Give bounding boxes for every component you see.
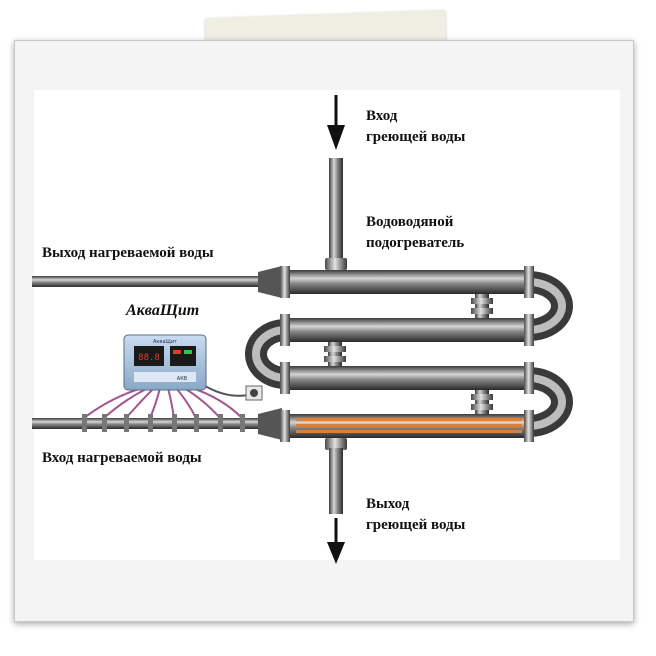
outlet-heating-label: Выход греющей воды [366,496,466,533]
u-bends [245,271,573,437]
device-badge: АКВ [177,376,188,382]
section-1 [282,270,532,294]
section-connectors [324,294,493,414]
copper-tubes [296,418,522,433]
heating-water-inlet [325,95,347,270]
outlet-heated-label: Выход нагреваемой воды [42,245,214,261]
device-title: АкваЩит [153,339,177,345]
heated-water-inlet-pipe [32,408,282,440]
heating-water-outlet [325,438,347,564]
section-2 [282,318,532,342]
inlet-heated-label: Вход нагреваемой воды [42,450,202,466]
aquashield-controller: 88.8 АкваЩит АКВ [123,334,207,391]
power-cable [204,385,253,397]
heated-water-outlet-pipe [32,266,282,298]
heater-label: Водоводяной подогреватель [366,214,465,251]
brand-label: АкваЩит [126,302,200,319]
heat-exchanger-sections [280,266,534,442]
inlet-heating-label: Вход греющей воды [366,108,466,145]
outlet-arrow-icon [327,542,345,564]
power-socket [245,385,263,401]
section-3 [282,366,532,390]
display-reading: 88.8 [138,353,160,363]
sensor-probes [82,414,245,432]
inlet-arrow-icon [327,125,345,150]
